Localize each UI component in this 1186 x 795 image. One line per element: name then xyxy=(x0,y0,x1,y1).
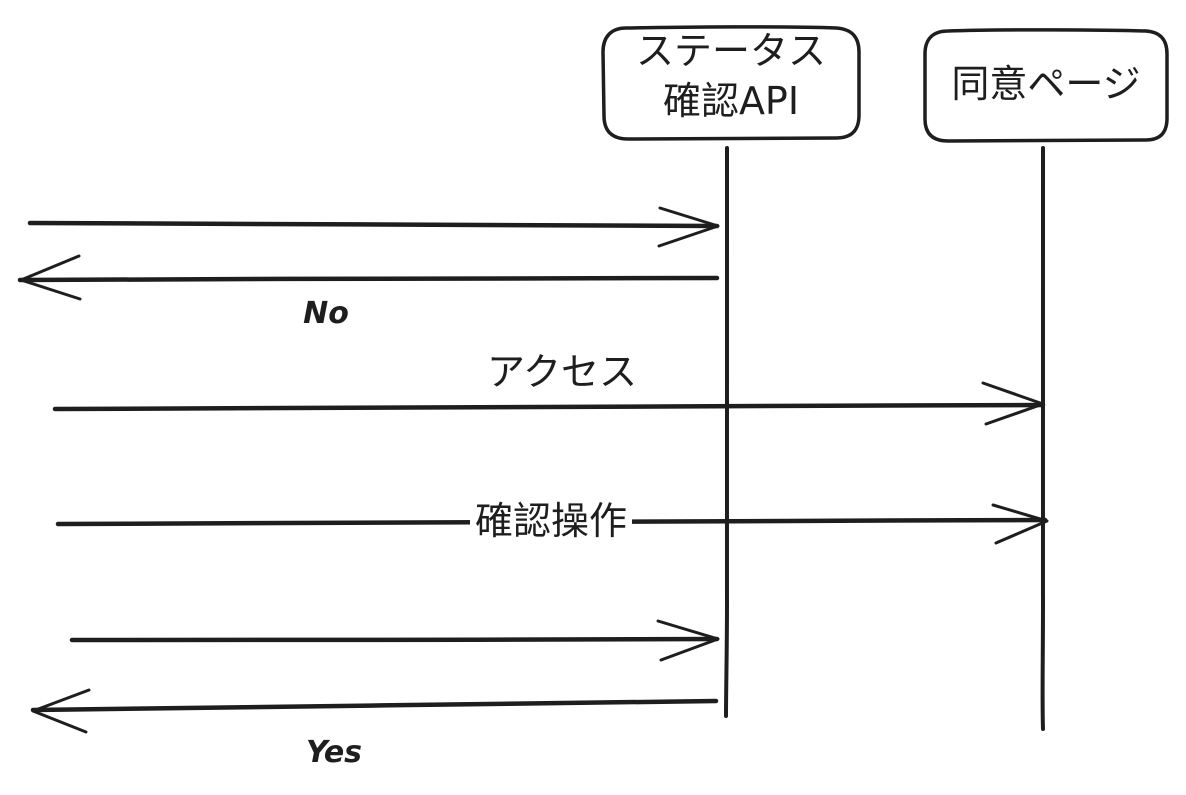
message-request-status-2[interactable] xyxy=(69,619,720,662)
participant-consent-page-label: 同意ページ xyxy=(951,62,1140,106)
participant-status-api-label-line1: ステータス xyxy=(636,29,826,73)
message-response-yes-label: Yes xyxy=(306,735,362,770)
message-access[interactable]: アクセス xyxy=(52,350,1046,426)
message-request-status-1-arrowhead xyxy=(657,206,720,248)
message-response-no-line xyxy=(17,275,720,283)
lifeline-consent-page xyxy=(1040,146,1046,731)
message-response-yes-line xyxy=(30,698,719,713)
message-confirm-operation-label-bg xyxy=(470,499,632,541)
message-response-no-label: No xyxy=(303,296,349,331)
participant-status-api[interactable]: ステータス 確認API xyxy=(601,25,861,141)
message-request-status-2-arrowhead xyxy=(656,619,720,662)
message-request-status-1-line xyxy=(27,220,720,229)
lifeline-status-api xyxy=(724,146,730,718)
message-confirm-operation[interactable]: 確認操作 xyxy=(55,499,1049,545)
message-response-no-arrowhead xyxy=(19,254,82,301)
participant-status-api-box xyxy=(601,25,861,141)
message-confirm-operation-label: 確認操作 xyxy=(475,499,627,543)
message-response-yes-arrowhead xyxy=(31,688,91,734)
participant-consent-page[interactable]: 同意ページ xyxy=(923,28,1169,143)
participant-status-api-label-line2: 確認API xyxy=(663,79,799,123)
participant-consent-page-box xyxy=(923,28,1169,143)
message-response-no[interactable]: No xyxy=(17,254,720,331)
message-confirm-operation-arrowhead xyxy=(991,503,1049,545)
message-access-label: アクセス xyxy=(487,350,637,394)
message-request-status-1[interactable] xyxy=(27,206,720,248)
message-response-yes[interactable]: Yes xyxy=(30,688,719,770)
message-request-status-2-line xyxy=(69,636,720,643)
message-access-arrowhead xyxy=(981,381,1045,426)
message-access-line xyxy=(52,402,1046,412)
